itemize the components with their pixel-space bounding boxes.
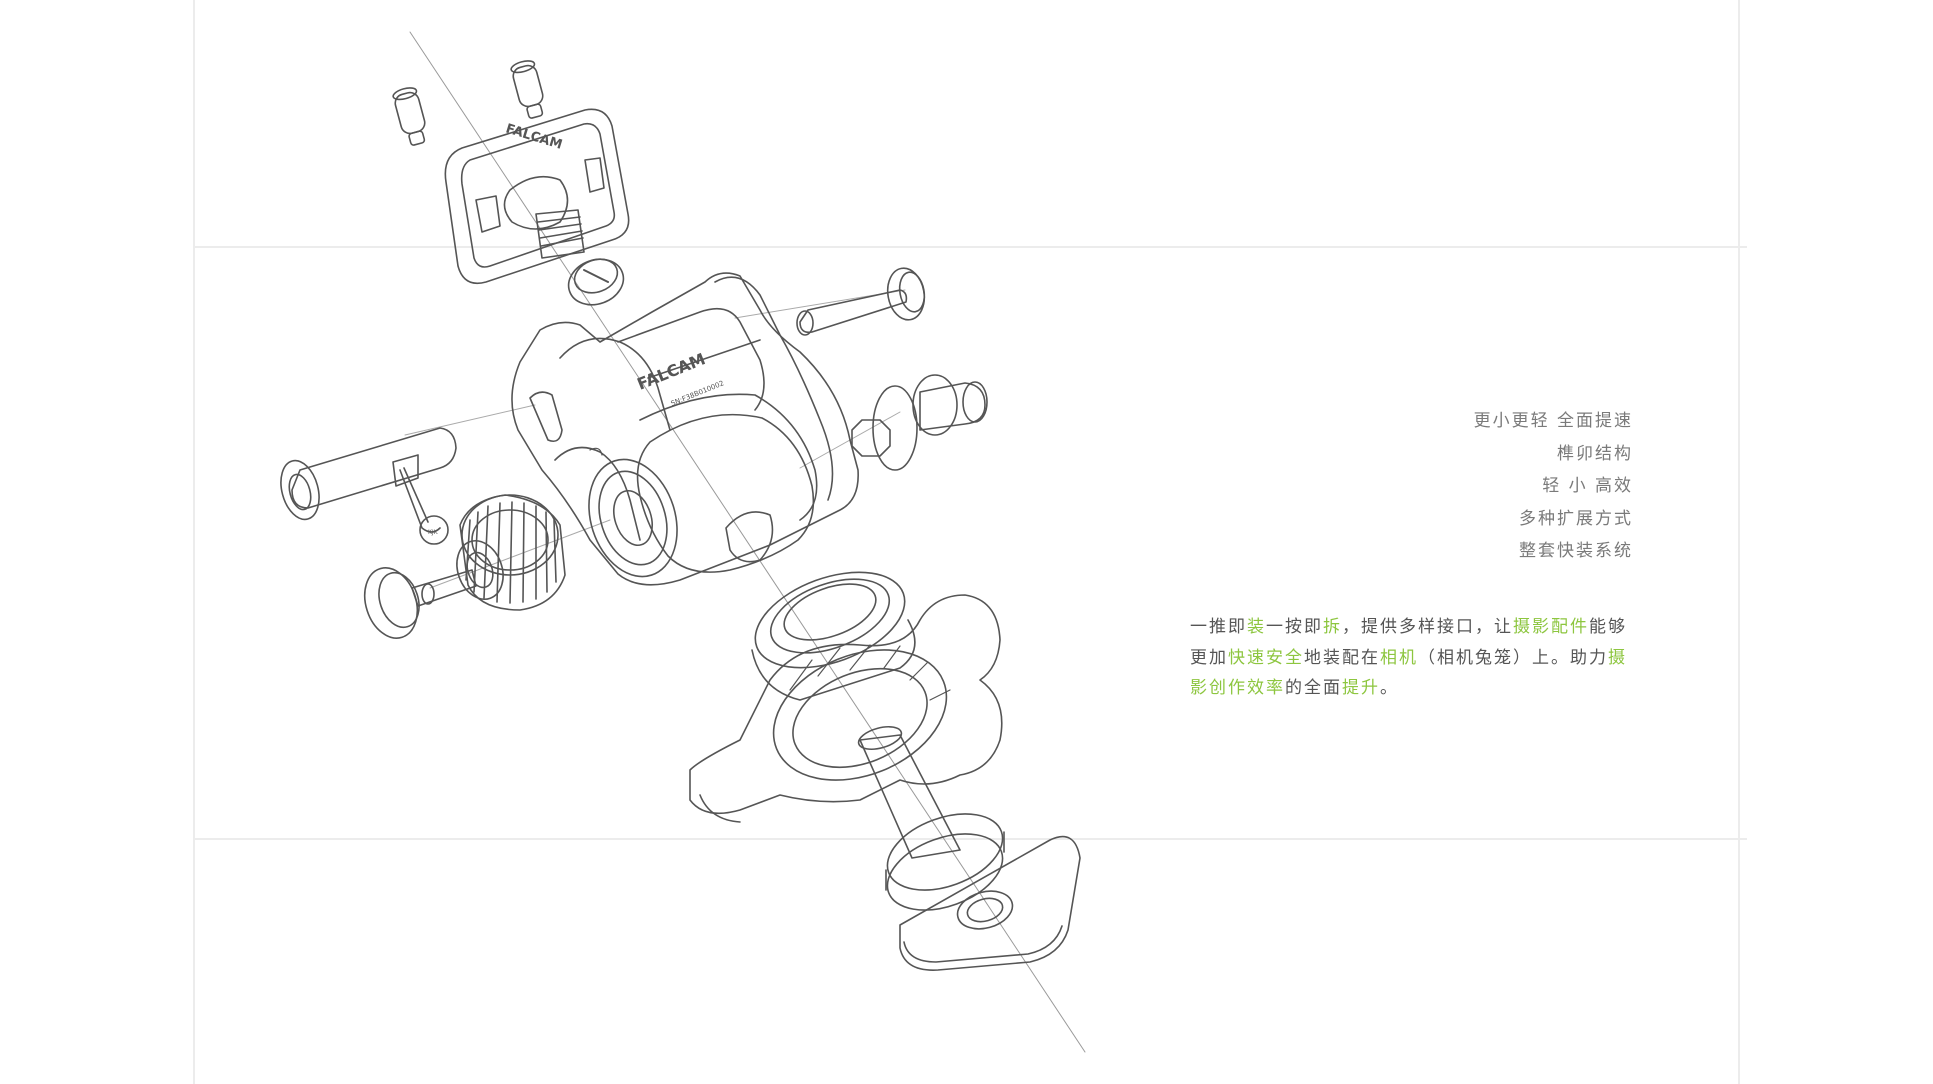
desc-segment: （相机兔笼）上。助力 <box>1418 647 1608 668</box>
desc-highlight: 快速安全 <box>1228 647 1304 668</box>
frame-right-line <box>1738 0 1740 1084</box>
desc-segment: 一按即 <box>1266 617 1323 637</box>
tagline-item: 更小更轻 全面提速 <box>1473 411 1633 431</box>
tagline-item: 榫卯结构 <box>1557 443 1633 464</box>
knurled-lock-knob <box>456 494 566 611</box>
desc-segment: 能够更加 <box>1190 617 1627 668</box>
small-screw-label: KJK <box>428 529 439 536</box>
frame-top-divider <box>195 246 1747 248</box>
product-description: 一推即装一按即拆，提供多样接口，让摄影配件能够更加快速安全地装配在相机（相机兔笼… <box>1190 612 1640 704</box>
body-logo-text: FALCAM <box>634 349 708 393</box>
frame-left-line <box>193 0 195 1084</box>
frame-bottom-divider <box>195 838 1747 840</box>
desc-highlight: 装 <box>1247 617 1266 637</box>
side-locking-pin <box>796 267 926 336</box>
long-bolt <box>363 567 477 639</box>
desc-segment: ，提供多样接口，让 <box>1342 617 1513 637</box>
feature-taglines: 更小更轻 全面提速 榫卯结构 轻 小 高效 多种扩展方式 整套快装系统 <box>1474 405 1633 568</box>
tagline-item: 轻 小 高效 <box>1542 476 1633 496</box>
side-adjust-screw <box>851 374 988 471</box>
body-serial-text: SN:F38B010002 <box>670 379 725 408</box>
desc-segment: 的全面 <box>1285 678 1342 698</box>
top-pin-right <box>510 60 544 119</box>
bottom-base-plate <box>899 835 1081 971</box>
main-clamp-body: FALCAM SN:F38B010002 <box>511 272 859 586</box>
desc-highlight: 摄影配件 <box>1513 617 1589 637</box>
desc-highlight: 相机 <box>1380 647 1418 668</box>
thread-screw <box>535 209 625 306</box>
tagline-item: 多种扩展方式 <box>1519 508 1633 529</box>
desc-highlight: 摄影创作效率 <box>1190 647 1627 699</box>
desc-highlight: 拆 <box>1323 617 1342 637</box>
top-pin-left <box>392 87 426 146</box>
left-t-pin: KJK <box>280 427 457 545</box>
tagline-item: 整套快装系统 <box>1519 541 1633 561</box>
top-quick-release-plate: FALCAM <box>444 108 630 285</box>
desc-segment: 地装配在 <box>1304 647 1380 668</box>
star-knob-assembly <box>689 571 1005 911</box>
desc-highlight: 提升 <box>1342 678 1380 698</box>
desc-segment: 一推即 <box>1190 617 1247 637</box>
desc-segment: 。 <box>1380 678 1399 698</box>
